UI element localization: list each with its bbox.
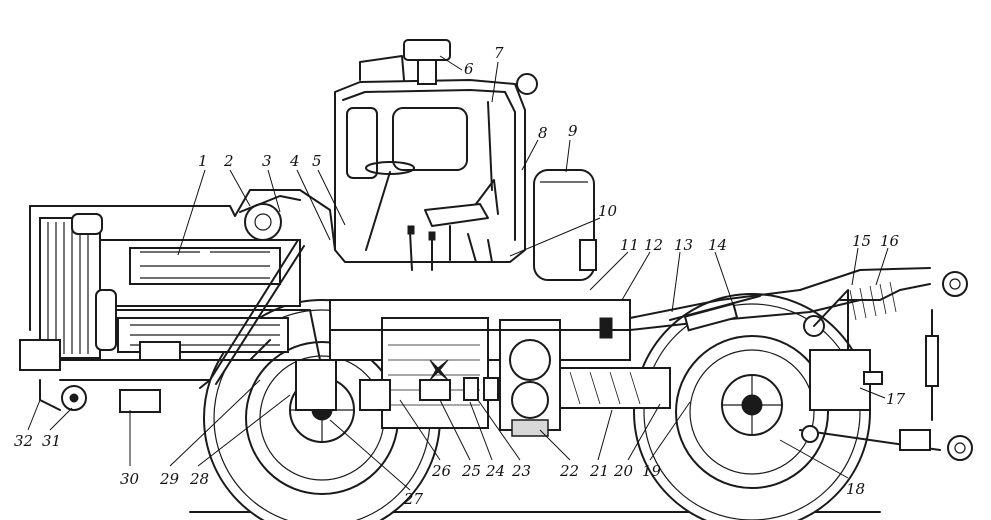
- front-axle: [39, 359, 391, 413]
- callout-10: 10: [598, 202, 618, 220]
- callout-6: 6: [464, 60, 474, 78]
- transmission: [329, 299, 671, 437]
- callout-27: 27: [403, 490, 424, 508]
- callout-30: 30: [120, 470, 140, 488]
- callout-17: 17: [886, 390, 906, 408]
- callout-7: 7: [494, 44, 504, 62]
- callout-22: 22: [559, 462, 579, 480]
- fuel-tank: [533, 169, 597, 281]
- callout-21: 21: [589, 462, 609, 480]
- callout-25: 25: [461, 462, 481, 480]
- callout-3: 3: [262, 152, 272, 170]
- rear-hitch: [629, 267, 973, 461]
- callout-29: 29: [159, 470, 180, 488]
- callout-14: 14: [708, 236, 727, 254]
- callout-18: 18: [846, 480, 865, 498]
- callout-1: 1: [198, 152, 208, 170]
- callout-24: 24: [485, 462, 505, 480]
- callout-20: 20: [613, 462, 634, 480]
- callout-32: 32: [14, 432, 33, 450]
- callout-12: 12: [644, 236, 663, 254]
- callout-4: 4: [289, 152, 300, 170]
- hood: [29, 189, 336, 359]
- callout-23: 23: [511, 462, 531, 480]
- callout-leaders: [27, 55, 889, 491]
- callout-31: 31: [42, 432, 61, 450]
- callout-11: 11: [620, 236, 639, 254]
- callout-16: 16: [880, 232, 900, 250]
- callout-15: 15: [852, 232, 871, 250]
- callout-5: 5: [312, 152, 322, 170]
- callout-labels: 1 2 3 4 5 6 7 8 9 10 11 12 13 14 15 16 1…: [14, 44, 906, 508]
- callout-8: 8: [538, 124, 548, 142]
- callout-19: 19: [642, 462, 662, 480]
- callout-13: 13: [674, 236, 693, 254]
- callout-9: 9: [568, 122, 578, 140]
- engine: [19, 239, 321, 371]
- callout-2: 2: [223, 152, 234, 170]
- callout-26: 26: [431, 462, 452, 480]
- cab: [334, 39, 538, 271]
- callout-28: 28: [189, 470, 209, 488]
